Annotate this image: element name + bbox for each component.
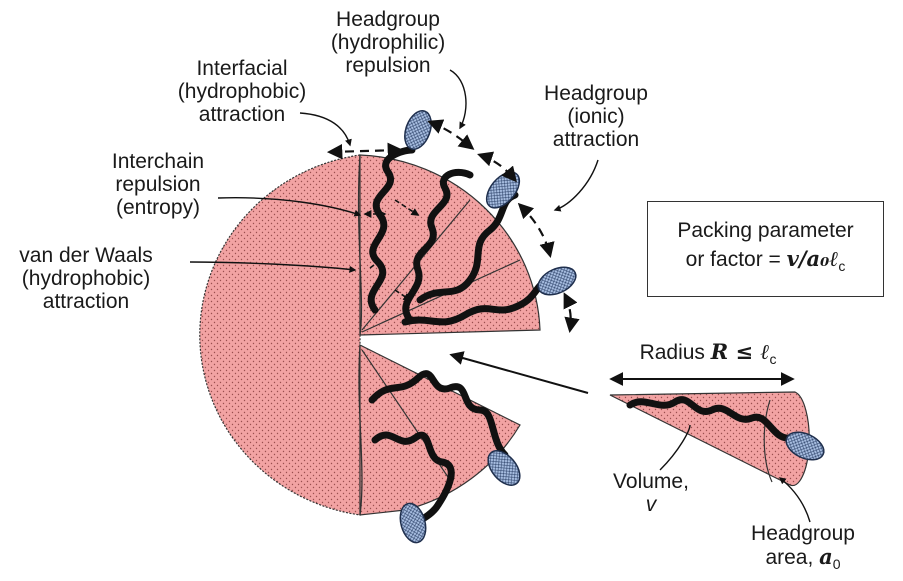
packing-line1: Packing parameter — [677, 217, 853, 245]
label-headgroup-ionic: Headgroup (ionic) attraction — [526, 82, 666, 151]
headgroup-3 — [534, 262, 580, 301]
packing-line2: or factor = v/a₀ℓc — [686, 245, 846, 280]
label-interchain: Interchain repulsion (entropy) — [88, 150, 228, 219]
packing-parameter-box: Packing parameter or factor = v/a₀ℓc — [647, 201, 884, 297]
headgroup-1 — [400, 107, 436, 153]
label-headgroup-area: Headgroup area, a0 — [728, 522, 878, 576]
label-interfacial: Interfacial (hydrophobic) attraction — [152, 57, 332, 126]
label-headgroup-hydrophilic: Headgroup (hydrophilic) repulsion — [308, 8, 468, 77]
label-volume: Volume, v — [606, 470, 696, 516]
label-radius: Radius R ≤ ℓc — [618, 340, 798, 371]
label-vdw: van der Waals (hydrophobic) attraction — [0, 244, 172, 313]
insertion-arrow — [452, 355, 588, 393]
